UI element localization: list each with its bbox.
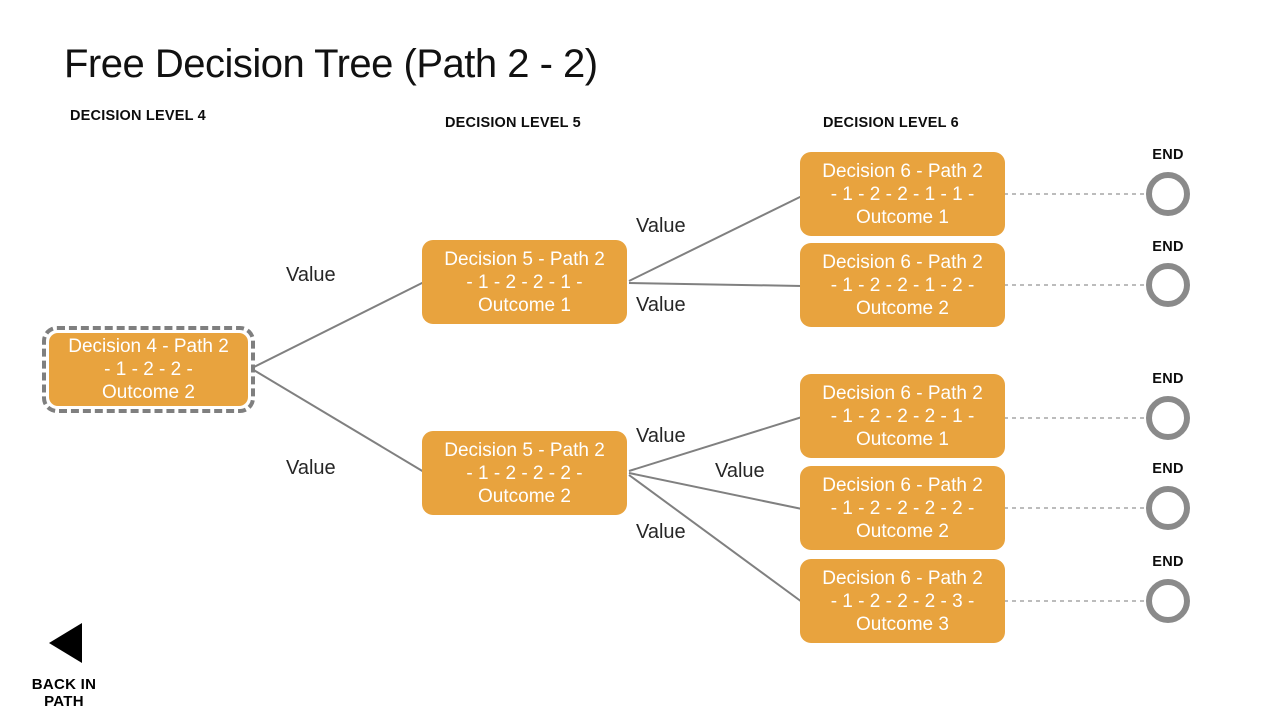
- edge-value-label-4: Value: [636, 294, 686, 316]
- edge-value-label-2: Value: [286, 457, 336, 479]
- end-terminal-icon-2: [1146, 263, 1190, 307]
- back-in-path-button[interactable]: BACK IN PATH: [31, 676, 97, 710]
- connector-d5a-d6a: [628, 195, 803, 282]
- end-terminal-icon-5: [1146, 579, 1190, 623]
- column-header-level-5: DECISION LEVEL 5: [445, 115, 581, 131]
- slide-title: Free Decision Tree (Path 2 - 2): [64, 42, 598, 86]
- node-level6-outcome3[interactable]: Decision 6 - Path 2 - 1 - 2 - 2 - 2 - 3 …: [800, 559, 1005, 643]
- connector-d5a-d6b: [628, 282, 803, 287]
- node-level6-outcome2b[interactable]: Decision 6 - Path 2 - 1 - 2 - 2 - 2 - 2 …: [800, 466, 1005, 550]
- node-level6-outcome1a[interactable]: Decision 6 - Path 2 - 1 - 2 - 2 - 1 - 1 …: [800, 152, 1005, 236]
- connector-d4-d5a: [251, 281, 425, 369]
- edge-value-label-7: Value: [636, 521, 686, 543]
- connector-d4-d5b: [251, 368, 425, 473]
- end-terminal-icon-3: [1146, 396, 1190, 440]
- end-label-4: END: [1152, 461, 1184, 477]
- column-header-level-6: DECISION LEVEL 6: [823, 115, 959, 131]
- edge-value-label-1: Value: [286, 264, 336, 286]
- connector-d5b-d6d: [628, 472, 803, 510]
- end-label-5: END: [1152, 554, 1184, 570]
- node-level5-outcome2[interactable]: Decision 5 - Path 2 - 1 - 2 - 2 - 2 - Ou…: [422, 431, 627, 515]
- end-terminal-icon-4: [1146, 486, 1190, 530]
- node-level4-outcome2[interactable]: Decision 4 - Path 2 - 1 - 2 - 2 - Outcom…: [49, 333, 248, 406]
- edge-value-label-6: Value: [715, 460, 765, 482]
- column-header-level-4: DECISION LEVEL 4: [70, 108, 206, 124]
- node-level6-outcome1b[interactable]: Decision 6 - Path 2 - 1 - 2 - 2 - 2 - 1 …: [800, 374, 1005, 458]
- back-arrow-icon[interactable]: [49, 623, 82, 663]
- end-label-2: END: [1152, 239, 1184, 255]
- edge-value-label-5: Value: [636, 425, 686, 447]
- node-level5-outcome1[interactable]: Decision 5 - Path 2 - 1 - 2 - 2 - 1 - Ou…: [422, 240, 627, 324]
- end-label-3: END: [1152, 371, 1184, 387]
- edge-value-label-3: Value: [636, 215, 686, 237]
- connector-d5b-d6c: [628, 416, 803, 472]
- end-terminal-icon-1: [1146, 172, 1190, 216]
- end-label-1: END: [1152, 147, 1184, 163]
- node-level4-selected-outline[interactable]: Decision 4 - Path 2 - 1 - 2 - 2 - Outcom…: [42, 326, 255, 413]
- connector-d5b-d6e: [628, 474, 803, 603]
- node-level6-outcome2a[interactable]: Decision 6 - Path 2 - 1 - 2 - 2 - 1 - 2 …: [800, 243, 1005, 327]
